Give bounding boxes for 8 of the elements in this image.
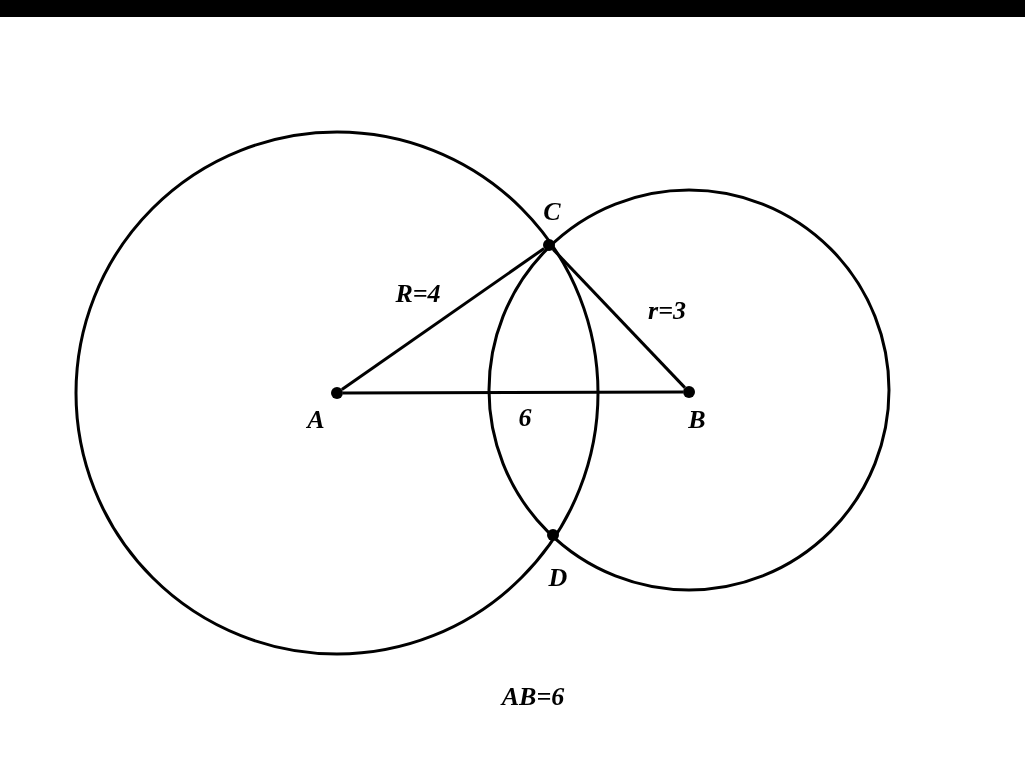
line-segment — [341, 247, 545, 391]
length-note: AB=6 — [501, 684, 565, 710]
point-label: C — [543, 199, 561, 225]
point-label: B — [688, 407, 706, 433]
line-segment — [343, 390, 683, 395]
point-label: A — [307, 407, 325, 433]
point-label: D — [548, 565, 568, 591]
line-segment — [552, 248, 686, 389]
